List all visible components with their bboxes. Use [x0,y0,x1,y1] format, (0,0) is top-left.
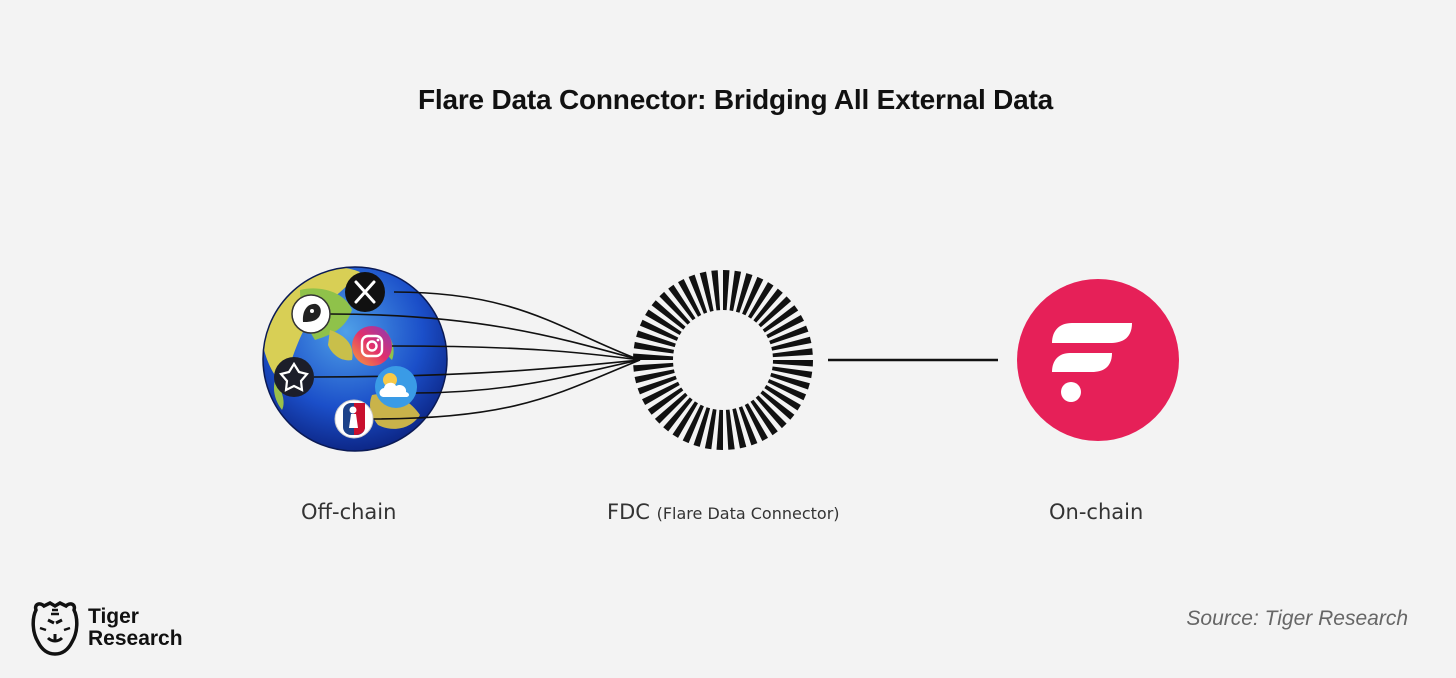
fdc-ring-spoke [699,271,714,312]
fdc-label: FDC (Flare Data Connector) [607,500,840,524]
fdc-ring-spoke [678,279,702,317]
tiger-research-logo: Tiger Research [30,598,183,658]
fdc-ring-spoke [672,401,698,438]
fdc-ring-spoke [693,407,711,447]
fdc-ring-spoke [770,372,810,390]
sports-icon [274,357,314,397]
fdc-ring-spoke [732,408,747,449]
nba-icon [334,399,374,439]
fdc-ring-spoke [772,348,813,358]
logo-line2: Research [88,627,183,650]
fdc-ring-spoke [682,404,704,444]
page-title: Flare Data Connector: Bridging All Exter… [417,84,1054,115]
fdc-ring-spoke [723,270,730,311]
fdc-ring-spoke [769,325,809,345]
fdc-ring-spoke [758,296,792,328]
fdc-ring-spoke [755,395,787,429]
fdc-ring-spoke [647,387,684,415]
connection-line [371,359,641,420]
connection-line [413,359,641,394]
fdc-ring-spoke [738,406,758,446]
fdc-ring-spoke [771,336,812,351]
fdc-ring-spoke [750,399,778,436]
premier-league-icon [291,294,331,334]
fdc-ring-spoke [762,305,799,333]
fdc-full-name: (Flare Data Connector) [656,504,840,523]
fdc-ring-spoke [642,381,680,405]
fdc-ring-spoke [663,397,693,432]
connection-line [329,313,641,361]
fdc-ring-spoke [654,392,688,424]
connection-line [391,345,641,361]
fdc-short: FDC [607,500,650,524]
instagram-icon [352,326,392,366]
fdc-ring-spoke [764,385,801,411]
fdc-ring-spoke [767,379,807,401]
offchain-label: Off-chain [301,500,397,524]
connection-lines [313,291,641,420]
connection-line [393,291,641,361]
fdc-ring-spoke [716,409,723,450]
fdc-ring-spoke [766,315,804,339]
onchain-label: On-chain [1049,500,1144,524]
fdc-ring-spoke [668,284,696,321]
logo-line1: Tiger [88,605,139,628]
weather-icon [375,366,417,408]
fdc-ring-spoke [636,330,676,348]
fdc-ring-spoke [633,353,674,360]
fdc-ring-spoke [760,390,795,420]
fdc-ring-spoke [633,341,674,354]
fdc-ring-spoke [634,369,675,384]
fdc-ring-spoke [744,403,768,441]
fdc-ring-spoke [688,274,708,314]
fdc-ring-spoke [735,273,753,313]
x-icon [345,272,385,312]
fdc-ring-spoke [711,270,721,311]
flare-logo-icon [1017,279,1179,441]
fdc-ring-spoke [729,270,742,311]
fdc-ring-spoke [748,282,774,319]
fdc-ring-icon [633,270,813,450]
connection-line [313,359,641,378]
fdc-ring-spoke [633,362,674,372]
fdc-ring-spoke [637,375,677,395]
fdc-ring-spoke [753,288,783,323]
fdc-ring-spoke [645,309,682,335]
fdc-ring-spoke [704,409,717,450]
fdc-ring-spoke [725,409,735,450]
tiger-head-icon [31,601,79,656]
fdc-ring-spoke [651,300,686,330]
source-credit: Source: Tiger Research [1186,607,1408,630]
fdc-ring-spoke [772,366,813,379]
fdc-ring-spoke [639,319,679,341]
fdc-ring-spoke [659,291,691,325]
fdc-ring-spoke [742,276,764,316]
fdc-ring-spoke [772,360,813,367]
